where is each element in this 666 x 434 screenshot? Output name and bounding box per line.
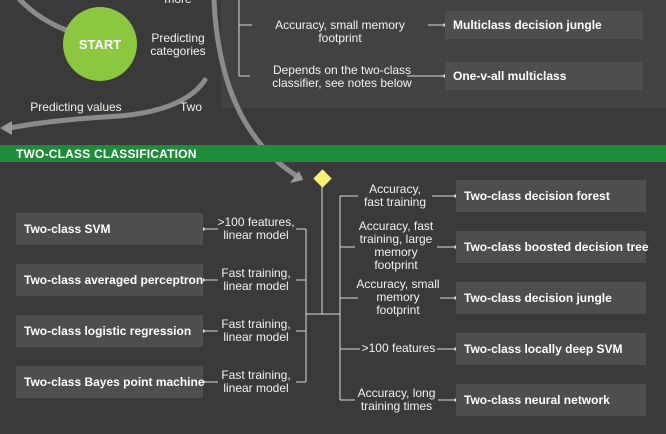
right-condition-5: Accuracy, long training times [357, 386, 436, 413]
top-condition-1: Accuracy, small memory footprint [275, 18, 405, 45]
algorithm-label: Two-class Bayes point machine [24, 375, 205, 389]
section-band [0, 145, 666, 162]
left-condition-4: Fast training, linear model [221, 368, 291, 395]
algorithm-box-two-class-decision-forest: Two-class decision forest [456, 180, 646, 212]
algorithm-box-two-class-svm: Two-class SVM [16, 213, 203, 245]
two-label: Two [179, 100, 202, 114]
predicting-categories-label: Predicting categories [150, 31, 206, 58]
algorithm-box-two-class-boosted-decision-tree: Two-class boosted decision tree [456, 231, 649, 263]
algorithm-label: Two-class boosted decision tree [464, 240, 649, 254]
algorithm-label: Two-class neural network [464, 393, 610, 407]
more-label: more [160, 0, 196, 6]
algorithm-label: One-v-all multiclass [453, 69, 567, 83]
right-condition-4: >100 features [361, 341, 436, 355]
start-node: START [63, 7, 137, 81]
algorithm-box-two-class-averaged-perceptron: Two-class averaged perceptron [16, 264, 203, 296]
top-condition-2: Depends on the two-class classifier, see… [272, 63, 412, 90]
algorithm-label: Two-class logistic regression [24, 324, 192, 338]
algorithm-box-two-class-locally-deep-svm: Two-class locally deep SVM [456, 333, 646, 365]
predicting-values-label: Predicting values [30, 100, 122, 114]
right-condition-1: Accuracy, fast training [363, 182, 427, 209]
left-condition-2: Fast training, linear model [221, 266, 291, 293]
algorithm-box-one-v-all-multiclass: One-v-all multiclass [445, 62, 643, 90]
algorithm-box-two-class-bayes-point-machine: Two-class Bayes point machine [16, 366, 205, 398]
algorithm-label: Multiclass decision jungle [453, 18, 602, 32]
left-condition-3: Fast training, linear model [221, 317, 291, 344]
algorithm-label: Two-class decision forest [464, 189, 610, 203]
left-condition-1: >100 features, linear model [217, 215, 295, 242]
algorithm-label: Two-class decision jungle [464, 291, 612, 305]
algorithm-box-multiclass-decision-jungle: Multiclass decision jungle [445, 11, 643, 39]
section-title: TWO-CLASS CLASSIFICATION [16, 147, 197, 161]
start-label: START [78, 36, 122, 52]
algorithm-label: Two-class SVM [24, 222, 111, 236]
algorithm-box-two-class-neural-network: Two-class neural network [456, 384, 646, 416]
right-condition-3: Accuracy, small memory footprint [356, 277, 440, 317]
algorithm-label: Two-class averaged perceptron [24, 273, 204, 287]
right-condition-2: Accuracy, fast training, large memory fo… [358, 219, 434, 272]
algorithm-box-two-class-decision-jungle: Two-class decision jungle [456, 282, 646, 314]
algorithm-label: Two-class locally deep SVM [464, 342, 623, 356]
algorithm-box-two-class-logistic-regression: Two-class logistic regression [16, 315, 203, 347]
